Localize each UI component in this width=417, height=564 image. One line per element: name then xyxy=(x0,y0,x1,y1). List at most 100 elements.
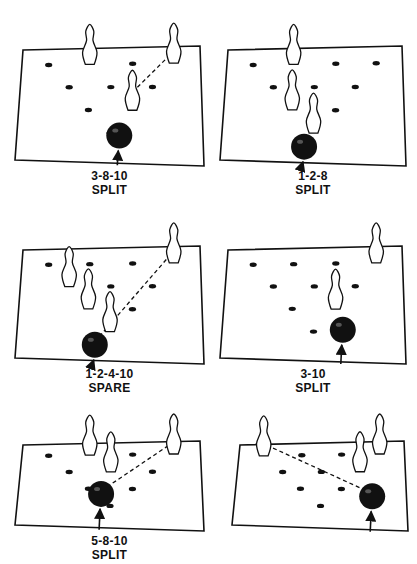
pin-spot xyxy=(310,329,317,333)
lane-deck xyxy=(220,46,406,166)
pin-spot xyxy=(66,470,73,474)
roll-arrow xyxy=(117,151,118,166)
split-label: 3-10 xyxy=(300,367,325,381)
pin-spot xyxy=(297,487,304,491)
pin-spot xyxy=(289,307,296,311)
lane-deck xyxy=(220,246,406,364)
bowling-ball xyxy=(330,317,356,343)
pin-spot xyxy=(129,487,136,491)
split-label: 1-2-8 xyxy=(298,169,328,183)
pin-spot xyxy=(332,261,339,265)
label-holder: 3-8-10 xyxy=(91,169,128,183)
bowling-ball xyxy=(106,123,132,149)
label-holder: 3-10 xyxy=(300,367,325,381)
lane-panel xyxy=(15,223,204,364)
lane-panel xyxy=(15,23,204,166)
label-holder: 1-2-4-10 xyxy=(86,367,134,381)
bowling-pin xyxy=(306,93,320,133)
roll-arrow xyxy=(302,162,303,165)
pin-spot xyxy=(270,85,277,89)
pin-spot xyxy=(45,63,52,67)
lane-deck xyxy=(15,246,204,364)
split-label: SPLIT xyxy=(92,548,128,562)
bowling-ball xyxy=(359,483,385,509)
lane-panel xyxy=(220,24,406,166)
pin-spot xyxy=(352,85,359,89)
split-label: SPLIT xyxy=(92,183,128,197)
bowling-pin xyxy=(62,247,76,287)
label-holder: SPLIT xyxy=(92,548,128,562)
ball-highlight xyxy=(297,140,303,144)
pin-spot xyxy=(107,284,114,288)
pin-spot xyxy=(298,453,305,457)
pin-spot xyxy=(129,452,136,456)
label-holder: SPLIT xyxy=(92,183,128,197)
bowling-pin xyxy=(167,414,181,454)
pin-spot xyxy=(149,85,156,89)
label-holder: SPLIT xyxy=(295,183,331,197)
lane-panel xyxy=(220,223,406,364)
roll-arrow xyxy=(370,511,371,531)
label-holder: 1-2-8 xyxy=(298,169,328,183)
bowling-pin xyxy=(167,223,181,263)
pin-spot xyxy=(332,62,339,66)
pin-spot xyxy=(149,284,156,288)
pin-spot xyxy=(250,63,257,67)
ball-highlight xyxy=(88,338,94,342)
pin-spot xyxy=(129,307,136,311)
split-label: SPLIT xyxy=(295,381,331,395)
label-holder: SPARE xyxy=(89,381,131,395)
pin-spot xyxy=(352,284,359,288)
pin-spot xyxy=(107,85,114,89)
label-holder: SPLIT xyxy=(295,381,331,395)
roll-arrow xyxy=(99,509,100,530)
pin-spot xyxy=(250,263,257,267)
ball-highlight xyxy=(336,323,342,327)
pin-spot xyxy=(332,108,339,112)
ball-highlight xyxy=(365,489,371,493)
split-label: 5-8-10 xyxy=(91,534,128,548)
split-label: 1-2-4-10 xyxy=(86,367,134,381)
split-label: SPLIT xyxy=(295,183,331,197)
label-holder: 5-8-10 xyxy=(91,534,128,548)
bowling-ball xyxy=(88,481,114,507)
roll-arrow xyxy=(93,360,94,363)
bowling-pin xyxy=(167,23,181,63)
pin-spot xyxy=(338,452,345,456)
lane-deck xyxy=(15,46,204,166)
pin-spot xyxy=(290,262,297,266)
bowling-ball xyxy=(291,134,317,160)
bowling-pin xyxy=(372,414,386,454)
bowling-ball xyxy=(82,332,108,358)
pin-spot xyxy=(270,284,277,288)
pin-spot xyxy=(279,470,286,474)
pin-spot xyxy=(85,108,92,112)
pin-spot xyxy=(45,263,52,267)
pin-spot xyxy=(86,262,93,266)
bowling-pin xyxy=(103,292,117,332)
pin-spot xyxy=(45,454,52,458)
bowling-pin xyxy=(286,24,300,64)
split-label: SPARE xyxy=(89,381,131,395)
bowling-pin xyxy=(83,24,97,64)
bowling-pin xyxy=(353,432,367,472)
bowling-pin xyxy=(81,269,95,309)
split-label: 3-8-10 xyxy=(91,169,128,183)
bowling-pin xyxy=(285,70,299,110)
bowling-pin xyxy=(125,70,139,110)
roll-arrow xyxy=(341,345,342,364)
pin-spot xyxy=(129,62,136,66)
pin-spot xyxy=(311,85,318,89)
pin-spot xyxy=(338,487,345,491)
bowling-pin xyxy=(104,432,118,472)
pin-spot xyxy=(66,85,73,89)
pin-spot xyxy=(317,504,324,508)
lane-panel xyxy=(232,414,408,532)
ball-highlight xyxy=(112,129,118,133)
pin-spot xyxy=(311,284,318,288)
pin-spot xyxy=(129,261,136,265)
ball-highlight xyxy=(94,487,100,491)
pin-spot xyxy=(373,61,380,65)
